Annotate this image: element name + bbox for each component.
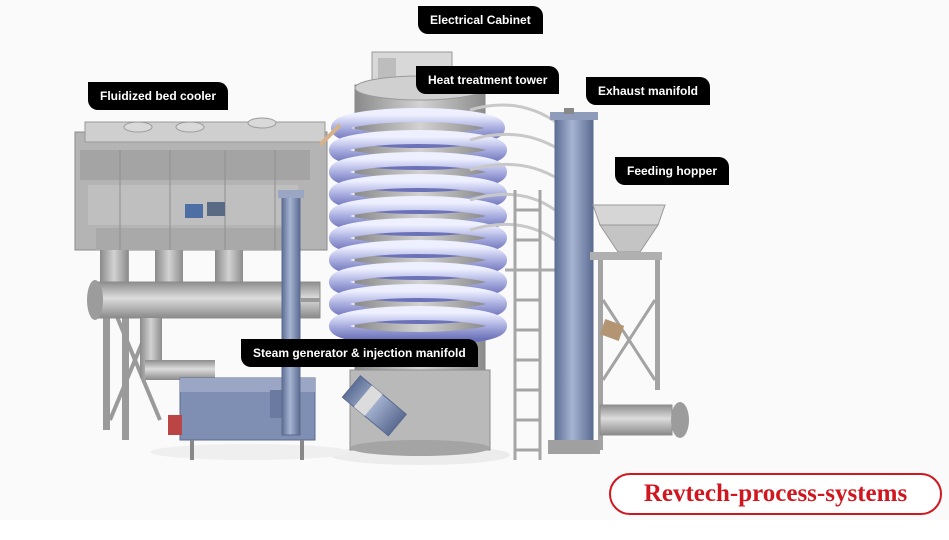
bottom-margin [0,520,949,540]
label-electrical-cabinet[interactable]: Electrical Cabinet [418,6,543,34]
ladder [513,190,542,460]
feeding-hopper [590,204,666,450]
label-steam-generator[interactable]: Steam generator & injection manifold [241,339,478,367]
heat-treatment-tower [329,75,507,456]
label-exhaust-manifold[interactable]: Exhaust manifold [586,77,711,105]
exhaust-column [548,108,600,454]
label-fluidized-bed-cooler[interactable]: Fluidized bed cooler [88,82,229,110]
brand-watermark: Revtech-process-systems [609,473,942,515]
label-heat-treatment-tower[interactable]: Heat treatment tower [416,66,560,94]
fluidized-bed-cooler [74,117,328,440]
machine-illustration [74,51,689,465]
label-feeding-hopper[interactable]: Feeding hopper [615,157,729,185]
